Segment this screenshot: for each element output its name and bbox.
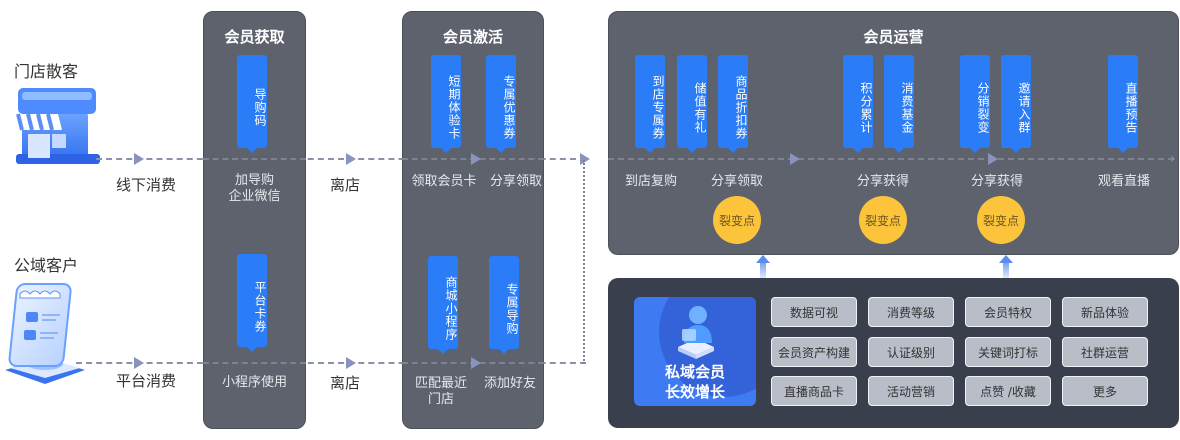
flow-arrow [580, 153, 590, 165]
flow-arrow [471, 357, 481, 369]
flow-line-top [96, 158, 586, 160]
feature-live-product-card: 直播商品卡 [771, 376, 857, 406]
channel-label-offline: 线下消费 [116, 176, 177, 194]
tag-exclusive-coupon: 专属优惠券 [486, 55, 516, 153]
flow-line-segment [608, 158, 1174, 160]
fission-point: 裂变点 [859, 196, 907, 244]
stage-acquire-panel: 会员获取 [203, 11, 306, 429]
stage-operate-title: 会员运营 [863, 28, 924, 46]
tag-discount-coupon: 商品折扣券 [718, 55, 748, 153]
source-label-store: 门店散客 [14, 62, 79, 81]
caption-share-claim: 分享领取 [489, 174, 542, 189]
growth-title-line2: 长效增长 [664, 383, 725, 401]
fission-point: 裂变点 [713, 196, 761, 244]
growth-title-line1: 私域会员 [664, 363, 725, 381]
tag-live-preview: 直播预告 [1108, 55, 1138, 153]
caption-match-store-line1: 匹配最近 [414, 376, 467, 391]
growth-hero-card: 私域会员 长效增长 [634, 297, 756, 406]
caption-wecom: 企业微信 [228, 189, 281, 204]
feature-community: 社群运营 [1062, 337, 1148, 367]
caption-watch-live: 观看直播 [1097, 174, 1150, 189]
tag-exclusive-guide: 专属导购 [489, 256, 519, 354]
feature-more: 更多 [1062, 376, 1148, 406]
caption-add-friend: 添加好友 [483, 376, 536, 391]
flow-line-segment [203, 158, 306, 160]
up-arrow-icon [999, 255, 1013, 279]
caption-share-earn: 分享获得 [856, 174, 909, 189]
flow-connector-vertical [583, 160, 585, 364]
flow-line-segment [203, 362, 306, 364]
phone-shop-icon [0, 278, 90, 388]
channel-label-platform: 平台消费 [116, 372, 177, 390]
caption-match-store-line2: 门店 [427, 392, 454, 407]
feature-keyword-tag: 关键词打标 [965, 337, 1051, 367]
store-icon [8, 84, 100, 168]
tag-invite-group: 邀请入群 [1001, 55, 1031, 153]
flow-arrow-end: › [1170, 151, 1176, 167]
stage-activate-title: 会员激活 [442, 28, 503, 46]
caption-share-earn: 分享获得 [970, 174, 1023, 189]
feature-data-visual: 数据可视 [771, 297, 857, 327]
leave-label-bottom: 离店 [330, 374, 361, 392]
flow-arrow [988, 153, 998, 165]
caption-share-claim: 分享领取 [710, 174, 763, 189]
tag-mall-miniprogram: 商城小程序 [428, 256, 458, 354]
tag-distribution: 分销裂变 [960, 55, 990, 153]
tag-stored-value: 储值有礼 [677, 55, 707, 153]
flow-arrow [790, 153, 800, 165]
tag-points: 积分累计 [843, 55, 873, 153]
flow-line-bottom [76, 362, 586, 364]
flow-arrow [346, 357, 356, 369]
source-label-public: 公域客户 [14, 256, 79, 275]
member-avatar-icon [674, 303, 718, 365]
stage-acquire-title: 会员获取 [224, 28, 285, 46]
feature-cert-level: 认证级别 [868, 337, 954, 367]
tag-consumption-fund: 消费基金 [884, 55, 914, 153]
flow-arrow [471, 153, 481, 165]
tag-platform-coupon: 平台卡券 [237, 254, 267, 352]
flow-arrow [134, 153, 144, 165]
flow-arrow [134, 357, 144, 369]
caption-miniprogram-use: 小程序使用 [221, 375, 287, 390]
up-arrow-icon [756, 255, 770, 279]
caption-claim-card: 领取会员卡 [411, 174, 477, 189]
feature-member-privilege: 会员特权 [965, 297, 1051, 327]
tag-trial-card: 短期体验卡 [431, 55, 461, 153]
feature-event-marketing: 活动营销 [868, 376, 954, 406]
caption-store-repurchase: 到店复购 [624, 174, 677, 189]
fission-point: 裂变点 [977, 196, 1025, 244]
tag-guide-code: 导购码 [237, 55, 267, 153]
feature-member-assets: 会员资产构建 [771, 337, 857, 367]
feature-new-product: 新品体验 [1062, 297, 1148, 327]
flow-arrow [346, 153, 356, 165]
feature-like-favorite: 点赞 /收藏 [965, 376, 1051, 406]
feature-consumption-level: 消费等级 [868, 297, 954, 327]
tag-store-coupon: 到店专属券 [635, 55, 665, 153]
leave-label-top: 离店 [330, 176, 361, 194]
caption-add-guide: 加导购 [234, 173, 274, 188]
